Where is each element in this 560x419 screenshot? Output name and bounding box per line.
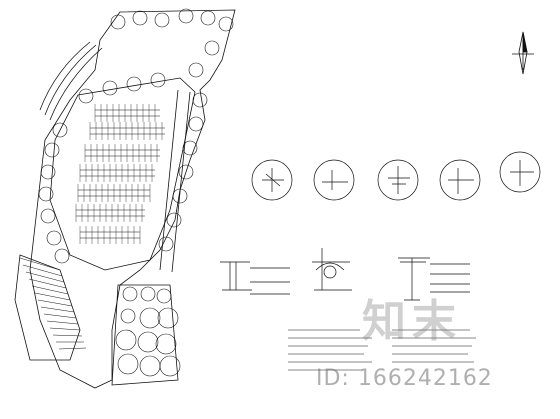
- arc-path-3: [49, 47, 103, 121]
- detail-circle-1: [251, 159, 293, 201]
- hatch-line: [46, 320, 79, 325]
- tree-symbol-icon: [122, 286, 138, 302]
- hatch-line: [40, 306, 75, 313]
- tree-symbol-icon: [172, 188, 188, 204]
- tree-symbol-icon: [120, 308, 136, 324]
- watermark-logo: 知末: [362, 296, 462, 347]
- detail-circle-2: [313, 159, 355, 201]
- tree-symbol-icon: [78, 88, 94, 104]
- hatch-line: [37, 299, 73, 307]
- section-detail-1: [220, 261, 290, 295]
- tree-symbol-icon: [159, 355, 181, 377]
- tree-symbol-icon: [115, 329, 137, 351]
- hatch-line: [31, 285, 69, 295]
- tree-symbol-icon: [178, 8, 194, 24]
- hatch-line: [28, 278, 67, 289]
- tree-symbol-icon: [188, 62, 204, 78]
- hatch-line: [58, 347, 87, 350]
- tree-symbol-icon: [139, 307, 161, 329]
- tree-symbols: [38, 8, 234, 377]
- stall-ticks: [75, 104, 163, 244]
- tree-symbol-icon: [218, 16, 234, 32]
- watermark-id: ID: 166242162: [316, 366, 493, 391]
- stall-row-2: [90, 127, 165, 135]
- tree-symbol-icon: [200, 10, 216, 26]
- hatch-line: [43, 313, 77, 319]
- tree-symbol-icon: [46, 230, 62, 246]
- parking-area: [49, 77, 196, 271]
- section-detail-2: [312, 248, 352, 291]
- tree-symbol-icon: [158, 236, 174, 252]
- hatch-line: [34, 292, 71, 301]
- tree-symbol-icon: [132, 10, 148, 26]
- stall-row-3: [85, 149, 160, 157]
- bottom-strip: [111, 284, 179, 386]
- tree-symbol-icon: [139, 355, 161, 377]
- hatch-line: [49, 327, 81, 331]
- tree-symbol-icon: [182, 140, 198, 156]
- road-edge-1: [159, 89, 179, 271]
- tree-symbol-icon: [155, 333, 177, 355]
- tree-symbol-icon: [52, 122, 68, 138]
- detail-circle-5: [499, 151, 541, 193]
- tree-symbol-icon: [110, 14, 126, 30]
- tree-symbol-icon: [137, 331, 159, 353]
- parking-stalls: [76, 109, 165, 239]
- tree-symbol-icon: [150, 72, 166, 88]
- tree-symbol-icon: [38, 186, 54, 202]
- tree-symbol-icon: [188, 116, 204, 132]
- tree-symbol-icon: [166, 212, 182, 228]
- tree-symbol-icon: [117, 353, 139, 375]
- tree-symbol-icon: [44, 142, 60, 158]
- hatch-pattern: [19, 257, 87, 350]
- hatch-line: [25, 271, 65, 283]
- tree-symbol-icon: [204, 40, 220, 56]
- stall-row-6: [76, 209, 145, 217]
- arc-path-1: [39, 41, 91, 111]
- hatch-line: [52, 334, 83, 337]
- tree-symbol-icon: [40, 208, 56, 224]
- tree-symbol-icon: [156, 288, 172, 304]
- site-boundary: [29, 9, 236, 389]
- tree-symbol-icon: [157, 307, 179, 329]
- detail-circle-3: [377, 159, 419, 201]
- section-details: [220, 248, 470, 301]
- notes-block: [288, 329, 476, 371]
- detail-circle-4: [439, 159, 481, 201]
- hatch-line: [22, 264, 63, 277]
- tree-symbol-icon: [40, 164, 56, 180]
- stall-row-4: [80, 169, 155, 177]
- arc-path-2: [44, 44, 97, 116]
- tree-symbol-icon: [154, 12, 170, 28]
- section-detail-3: [398, 257, 470, 301]
- tree-symbol-icon: [102, 80, 118, 96]
- tree-symbol-icon: [126, 76, 142, 92]
- tree-symbol-icon: [54, 248, 70, 264]
- tree-symbol-icon: [178, 164, 194, 180]
- tree-symbol-icon: [140, 286, 156, 302]
- stall-row-1: [95, 109, 160, 117]
- lower-left-zone: [14, 254, 81, 361]
- north-arrow-icon: [512, 31, 534, 75]
- road-edge-2: [171, 91, 191, 273]
- hatch-line: [19, 257, 61, 271]
- tree-symbol-icon: [192, 92, 208, 108]
- detail-circles: [251, 151, 541, 201]
